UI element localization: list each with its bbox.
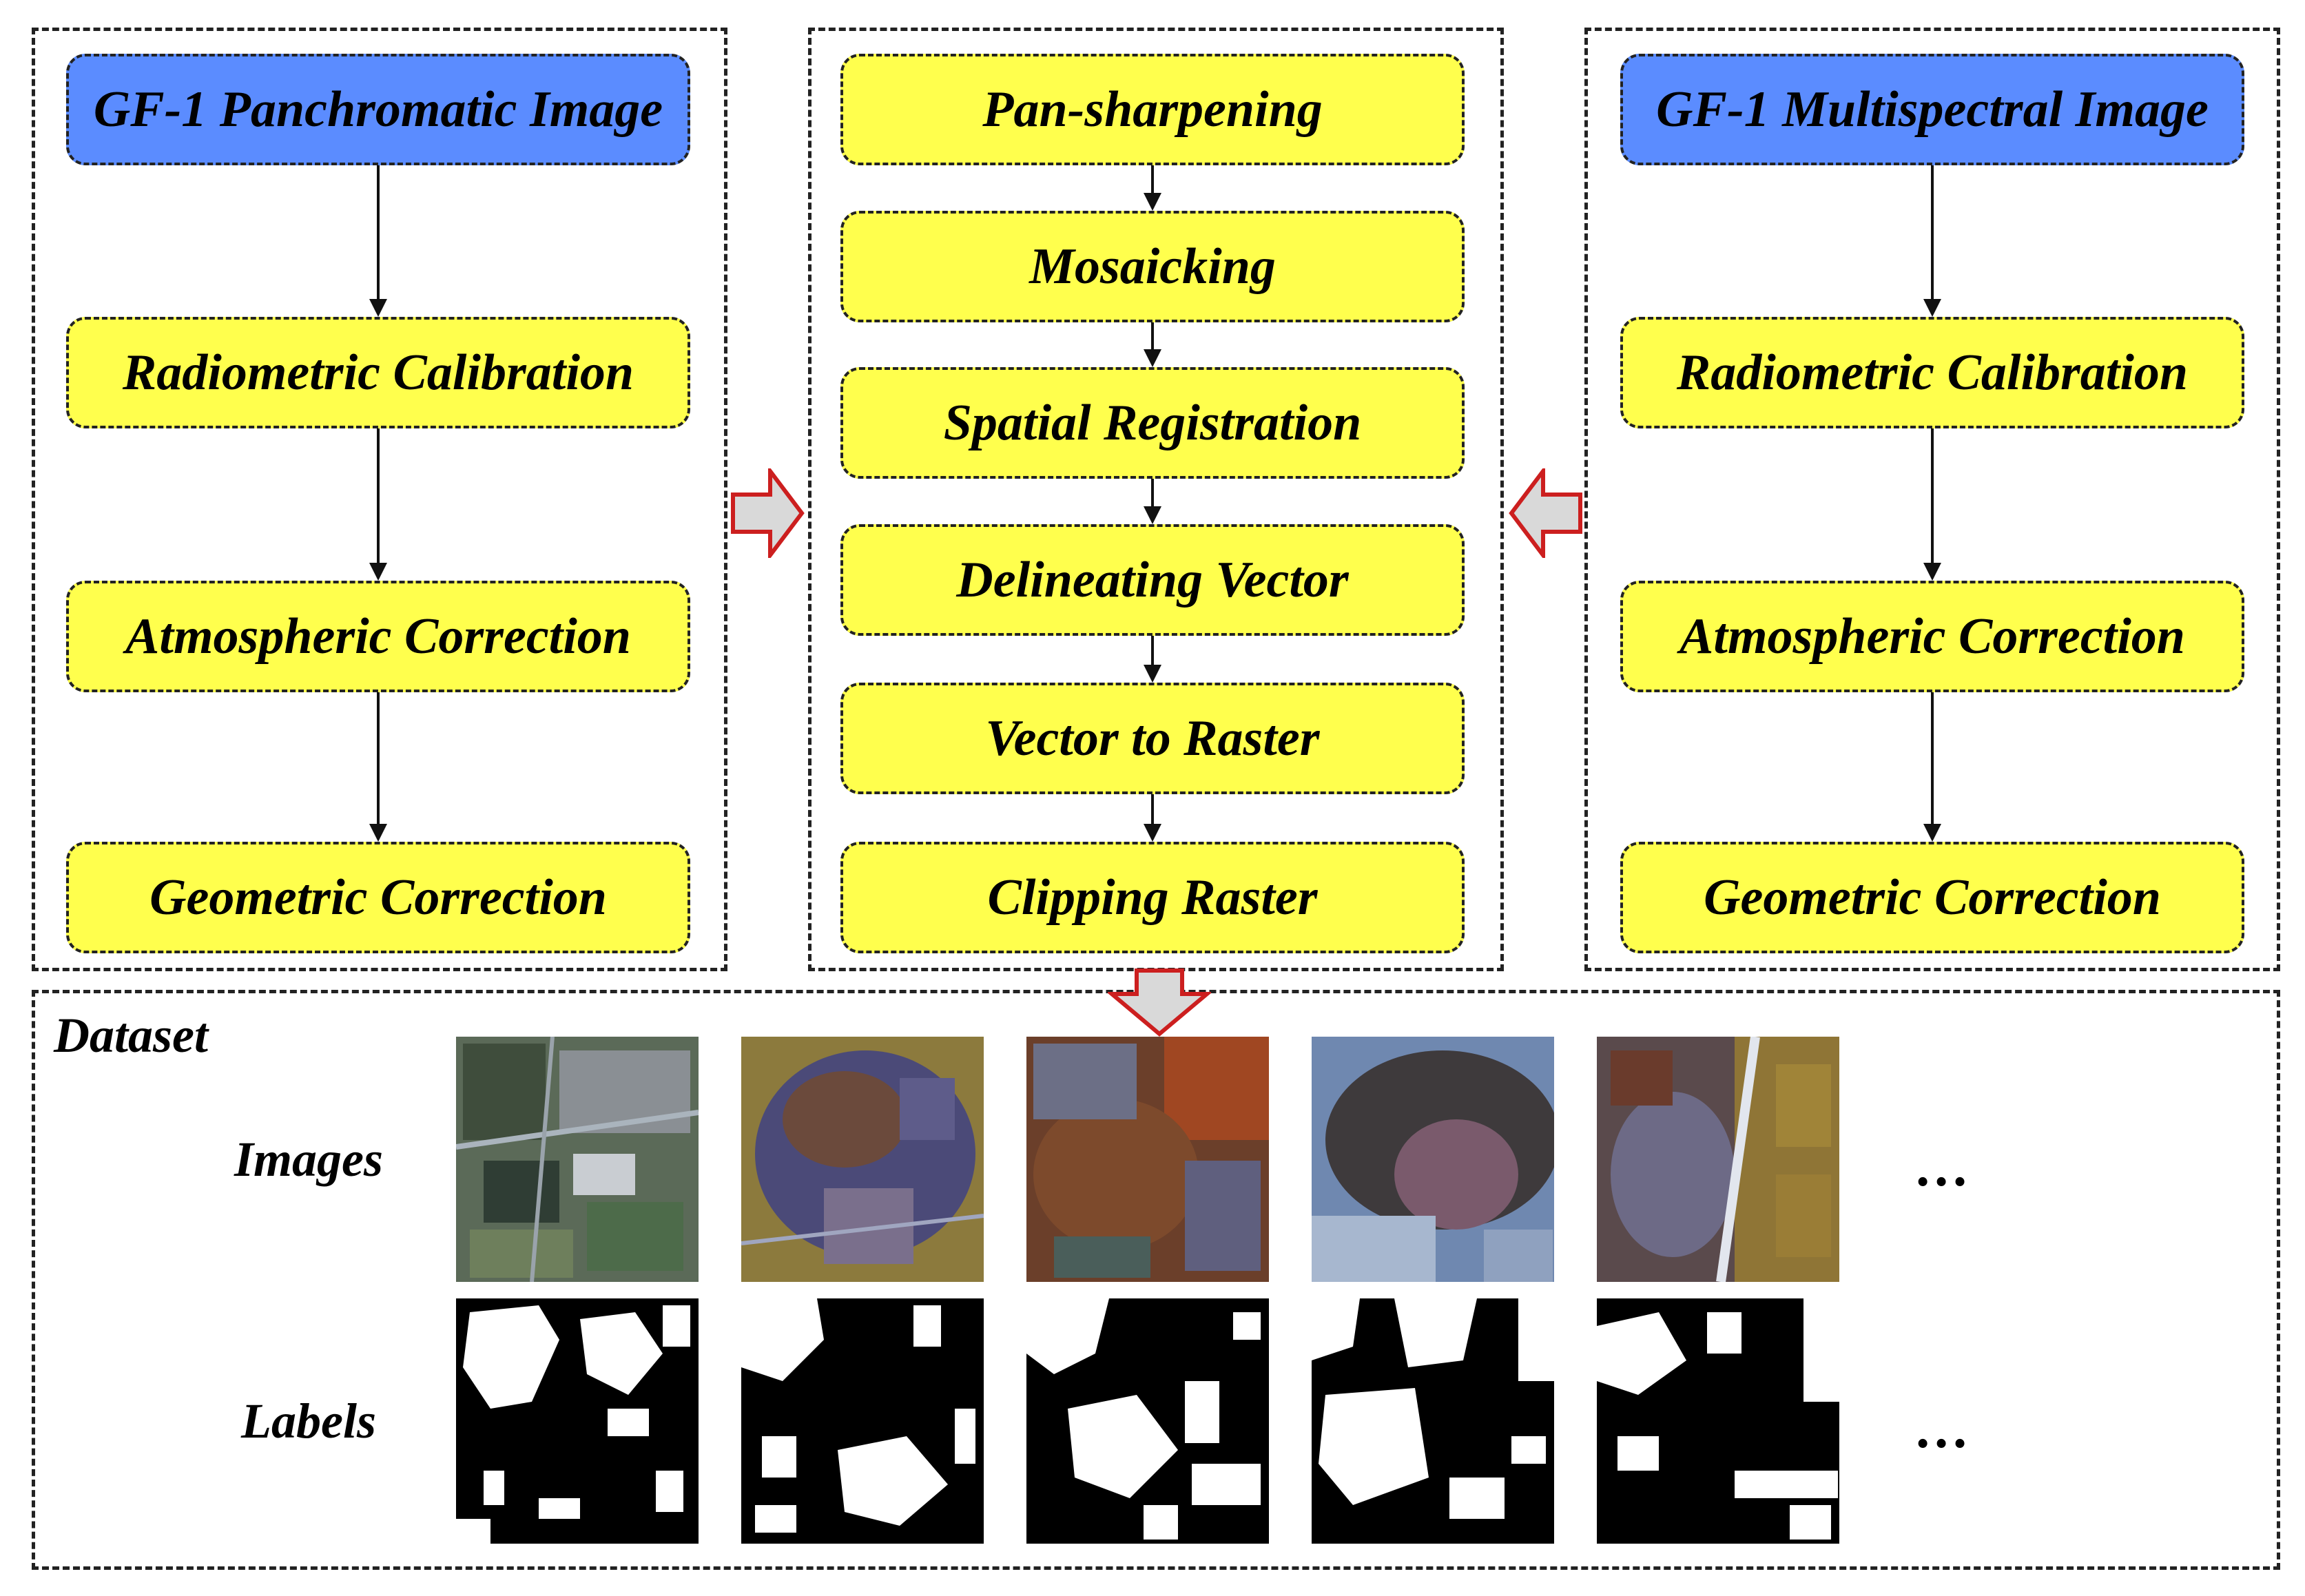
left-connector-2 <box>377 428 380 563</box>
multispectral-source-box: GF-1 Multispectral Image <box>1620 54 2244 165</box>
right-connector-3 <box>1931 692 1934 824</box>
center-connector-3 <box>1151 479 1154 506</box>
label-mask-1 <box>456 1298 699 1544</box>
center-arrowhead-2 <box>1144 349 1161 367</box>
center-connector-2 <box>1151 322 1154 349</box>
left-arrowhead-3 <box>369 824 387 842</box>
right-arrowhead-1 <box>1923 299 1941 317</box>
labels-row-label: Labels <box>241 1393 376 1449</box>
center-arrowhead-1 <box>1144 193 1161 211</box>
pan-sharpening-box: Pan-sharpening <box>840 54 1465 165</box>
mosaicking-box: Mosaicking <box>840 211 1465 322</box>
center-arrowhead-3 <box>1144 506 1161 524</box>
images-more-ellipsis: … <box>1914 1137 1973 1198</box>
left-arrowhead-2 <box>369 563 387 581</box>
right-arrowhead-2 <box>1923 563 1941 581</box>
left-arrowhead-1 <box>369 299 387 317</box>
left-atmospheric-correction-box: Atmospheric Correction <box>66 581 690 692</box>
left-geometric-correction-box: Geometric Correction <box>66 842 690 953</box>
center-arrowhead-5 <box>1144 824 1161 842</box>
flow-arrow-right-icon <box>731 468 805 558</box>
labels-more-ellipsis: … <box>1914 1399 1973 1460</box>
center-connector-1 <box>1151 165 1154 193</box>
left-radiometric-calibration-box: Radiometric Calibration <box>66 317 690 428</box>
satellite-image-5 <box>1597 1037 1839 1282</box>
label-mask-5 <box>1597 1298 1839 1544</box>
center-connector-4 <box>1151 636 1154 665</box>
center-connector-5 <box>1151 794 1154 824</box>
clipping-raster-box: Clipping Raster <box>840 842 1465 953</box>
satellite-image-1 <box>456 1037 699 1282</box>
label-mask-4 <box>1312 1298 1554 1544</box>
right-arrowhead-3 <box>1923 824 1941 842</box>
dataset-title: Dataset <box>54 1008 208 1063</box>
flow-arrow-down-icon <box>1108 968 1211 1037</box>
satellite-image-3 <box>1026 1037 1269 1282</box>
left-connector-3 <box>377 692 380 824</box>
images-row-label: Images <box>234 1132 383 1187</box>
delineating-vector-box: Delineating Vector <box>840 524 1465 636</box>
label-mask-3 <box>1026 1298 1269 1544</box>
flow-arrow-left-icon <box>1509 468 1582 558</box>
right-connector-2 <box>1931 428 1934 563</box>
label-mask-2 <box>741 1298 984 1544</box>
panchromatic-source-box: GF-1 Panchromatic Image <box>66 54 690 165</box>
vector-to-raster-box: Vector to Raster <box>840 683 1465 794</box>
right-atmospheric-correction-box: Atmospheric Correction <box>1620 581 2244 692</box>
right-radiometric-calibration-box: Radiometric Calibration <box>1620 317 2244 428</box>
left-panel <box>32 28 727 971</box>
satellite-image-4 <box>1312 1037 1554 1282</box>
left-connector-1 <box>377 165 380 299</box>
right-geometric-correction-box: Geometric Correction <box>1620 842 2244 953</box>
satellite-image-2 <box>741 1037 984 1282</box>
spatial-registration-box: Spatial Registration <box>840 367 1465 479</box>
right-panel <box>1584 28 2280 971</box>
right-connector-1 <box>1931 165 1934 299</box>
center-arrowhead-4 <box>1144 665 1161 683</box>
